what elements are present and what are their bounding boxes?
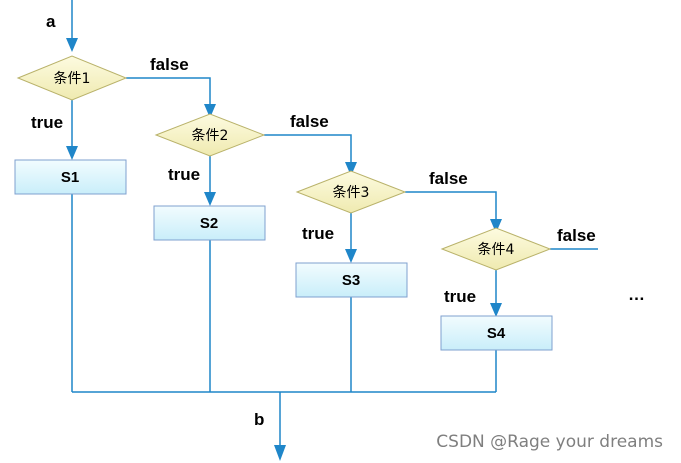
arrowhead-true-2 bbox=[204, 192, 216, 206]
process-box-1 bbox=[14, 159, 127, 195]
decision-diamond-2 bbox=[154, 113, 266, 157]
decision-4: 条件4 bbox=[440, 227, 552, 271]
condition-label-1: 条件1 bbox=[54, 70, 91, 87]
true-label-3: true bbox=[302, 224, 334, 243]
process-box-4 bbox=[440, 315, 553, 351]
arrowheads bbox=[66, 38, 502, 461]
arrowhead-true-3 bbox=[345, 249, 357, 263]
false-label-2: false bbox=[290, 112, 329, 131]
connectors bbox=[71, 0, 598, 446]
false-line-3 bbox=[405, 191, 497, 221]
arrowhead-true-4 bbox=[490, 303, 502, 317]
process-2: S2 bbox=[153, 205, 266, 241]
arrowhead-entry bbox=[66, 38, 78, 52]
entry-label: a bbox=[46, 12, 56, 31]
process-1: S1 bbox=[14, 159, 127, 195]
false-label-4: false bbox=[557, 226, 596, 245]
ellipsis: … bbox=[628, 285, 645, 304]
condition-label-3: 条件3 bbox=[333, 184, 370, 201]
decision-diamond-4 bbox=[440, 227, 552, 271]
false-label-3: false bbox=[429, 169, 468, 188]
process-box-2 bbox=[153, 205, 266, 241]
process-box-3 bbox=[295, 262, 408, 298]
arrowhead-exit bbox=[274, 445, 286, 461]
false-label-1: false bbox=[150, 55, 189, 74]
process-3: S3 bbox=[295, 262, 408, 298]
statement-label-3: S3 bbox=[342, 272, 360, 289]
decision-3: 条件3 bbox=[295, 170, 407, 214]
watermark: CSDN @Rage your dreams bbox=[436, 432, 663, 452]
arrowhead-false-3 bbox=[490, 219, 502, 233]
condition-label-2: 条件2 bbox=[192, 127, 229, 144]
decision-diamond-3 bbox=[295, 170, 407, 214]
true-label-2: true bbox=[168, 165, 200, 184]
statement-label-4: S4 bbox=[487, 325, 506, 342]
true-label-4: true bbox=[444, 287, 476, 306]
decision-1: 条件1 bbox=[16, 55, 128, 101]
process-4: S4 bbox=[440, 315, 553, 351]
arrowhead-false-1 bbox=[204, 104, 216, 118]
true-label-1: true bbox=[31, 113, 63, 132]
false-line-1 bbox=[126, 77, 211, 106]
statement-label-2: S2 bbox=[200, 215, 218, 232]
decision-2: 条件2 bbox=[154, 113, 266, 157]
arrowhead-false-2 bbox=[345, 162, 357, 176]
arrowhead-true-1 bbox=[66, 146, 78, 160]
condition-label-4: 条件4 bbox=[478, 241, 515, 258]
statement-label-1: S1 bbox=[61, 169, 79, 186]
false-line-2 bbox=[264, 134, 352, 164]
exit-label: b bbox=[254, 410, 264, 429]
decision-diamond-1 bbox=[16, 55, 128, 101]
